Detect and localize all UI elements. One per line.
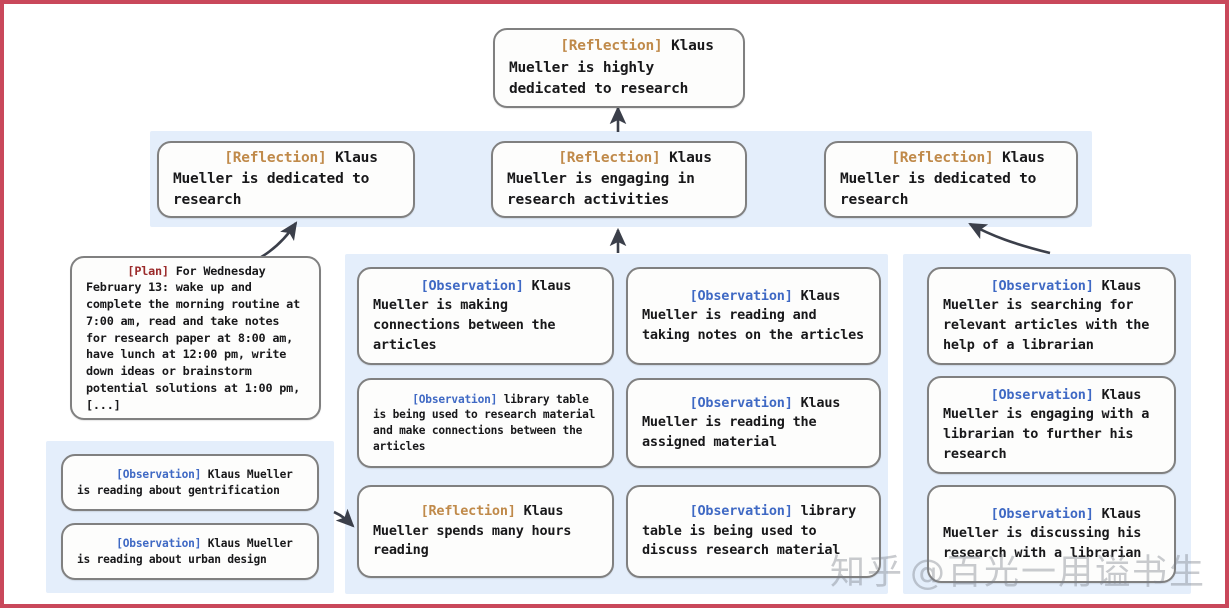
node-col-c-2-text: [Observation] Klaus Mueller is engaging … xyxy=(929,366,1174,483)
observation-tag: [Observation] xyxy=(689,394,793,411)
watermark-logo: 知乎 xyxy=(830,553,905,593)
node-col-a-3[interactable]: [Reflection] Klaus Mueller spends many h… xyxy=(357,485,614,578)
node-col-b-3-text: [Observation] library table is being use… xyxy=(628,483,879,581)
node-top-reflection-text: [Reflection] Klaus Mueller is highly ded… xyxy=(495,15,743,120)
observation-tag: [Observation] xyxy=(990,386,1094,403)
node-reflection-2-text: [Reflection] Klaus Mueller is engaging i… xyxy=(493,127,745,232)
node-text: Klaus Mueller is searching for relevant … xyxy=(943,277,1158,353)
reflection-tag: [Reflection] xyxy=(420,503,516,520)
observation-tag: [Observation] xyxy=(689,287,793,304)
node-text: Klaus Mueller is engaging with a librari… xyxy=(943,386,1158,462)
node-col-a-1[interactable]: [Observation] Klaus Mueller is making co… xyxy=(357,267,614,365)
node-col-b-2[interactable]: [Observation] Klaus Mueller is reading t… xyxy=(626,378,881,468)
node-obs-bl-1[interactable]: [Observation] Klaus Mueller is reading a… xyxy=(61,454,319,511)
node-col-c-3-text: [Observation] Klaus Mueller is discussin… xyxy=(929,485,1174,583)
node-col-a-3-text: [Reflection] Klaus Mueller spends many h… xyxy=(359,483,612,581)
observation-tag: [Observation] xyxy=(990,505,1094,522)
observation-tag: [Observation] xyxy=(990,277,1094,294)
node-col-c-2[interactable]: [Observation] Klaus Mueller is engaging … xyxy=(927,376,1176,474)
node-reflection-1-text: [Reflection] Klaus Mueller is dedicated … xyxy=(159,127,413,232)
node-text: Klaus Mueller is making connections betw… xyxy=(373,277,580,353)
node-text: Klaus Mueller is reading the assigned ma… xyxy=(642,394,849,450)
node-text: library table is being used to discuss r… xyxy=(642,503,864,559)
node-text: For Wednesday February 13: wake up and c… xyxy=(86,263,307,412)
node-plan-text: [Plan] For Wednesday February 13: wake u… xyxy=(72,246,319,430)
node-col-b-1[interactable]: [Observation] Klaus Mueller is reading a… xyxy=(626,267,881,365)
plan-tag: [Plan] xyxy=(127,263,169,278)
node-obs-bl-2-text: [Observation] Klaus Mueller is reading a… xyxy=(63,520,317,583)
node-obs-bl-2[interactable]: [Observation] Klaus Mueller is reading a… xyxy=(61,523,319,580)
node-reflection-2[interactable]: [Reflection] Klaus Mueller is engaging i… xyxy=(491,141,747,218)
node-col-b-2-text: [Observation] Klaus Mueller is reading t… xyxy=(628,374,879,472)
node-text: Klaus Mueller is engaging in research ac… xyxy=(507,149,721,209)
reflection-tag: [Reflection] xyxy=(558,149,661,166)
node-text: Klaus Mueller is dedicated to research xyxy=(840,149,1054,209)
node-col-c-1-text: [Observation] Klaus Mueller is searching… xyxy=(929,257,1174,374)
node-plan[interactable]: [Plan] For Wednesday February 13: wake u… xyxy=(70,256,321,420)
node-text: Klaus Mueller is reading about gentrific… xyxy=(77,467,300,497)
node-text: Klaus Mueller is reading about urban des… xyxy=(77,536,300,566)
reflection-tag: [Reflection] xyxy=(560,38,663,55)
observation-tag: [Observation] xyxy=(420,277,524,294)
node-col-a-1-text: [Observation] Klaus Mueller is making co… xyxy=(359,257,612,374)
observation-tag: [Observation] xyxy=(412,392,498,406)
node-text: Klaus Mueller is dedicated to research xyxy=(173,149,387,209)
reflection-tag: [Reflection] xyxy=(224,149,327,166)
node-reflection-3[interactable]: [Reflection] Klaus Mueller is dedicated … xyxy=(824,141,1078,218)
observation-tag: [Observation] xyxy=(116,536,202,550)
node-text: library table is being used to research … xyxy=(373,392,602,453)
node-text: Klaus Mueller spends many hours reading xyxy=(373,503,580,559)
node-obs-bl-1-text: [Observation] Klaus Mueller is reading a… xyxy=(63,451,317,514)
node-col-a-2-text: [Observation] library table is being use… xyxy=(359,376,612,470)
observation-tag: [Observation] xyxy=(116,467,202,481)
node-reflection-3-text: [Reflection] Klaus Mueller is dedicated … xyxy=(826,127,1076,232)
reflection-tag: [Reflection] xyxy=(891,149,994,166)
node-col-b-1-text: [Observation] Klaus Mueller is reading a… xyxy=(628,267,879,365)
node-top-reflection[interactable]: [Reflection] Klaus Mueller is highly ded… xyxy=(493,28,745,108)
node-text: Klaus Mueller is reading and taking note… xyxy=(642,287,864,343)
observation-tag: [Observation] xyxy=(689,503,793,520)
node-reflection-1[interactable]: [Reflection] Klaus Mueller is dedicated … xyxy=(157,141,415,218)
node-col-c-3[interactable]: [Observation] Klaus Mueller is discussin… xyxy=(927,485,1176,583)
node-col-a-2[interactable]: [Observation] library table is being use… xyxy=(357,378,614,468)
watermark-handle: @百光一用谥书生 xyxy=(910,553,1207,593)
node-col-c-1[interactable]: [Observation] Klaus Mueller is searching… xyxy=(927,267,1176,365)
node-text: Klaus Mueller is discussing his research… xyxy=(943,505,1150,561)
node-text: Klaus Mueller is highly dedicated to res… xyxy=(509,38,723,97)
node-col-b-3[interactable]: [Observation] library table is being use… xyxy=(626,485,881,578)
